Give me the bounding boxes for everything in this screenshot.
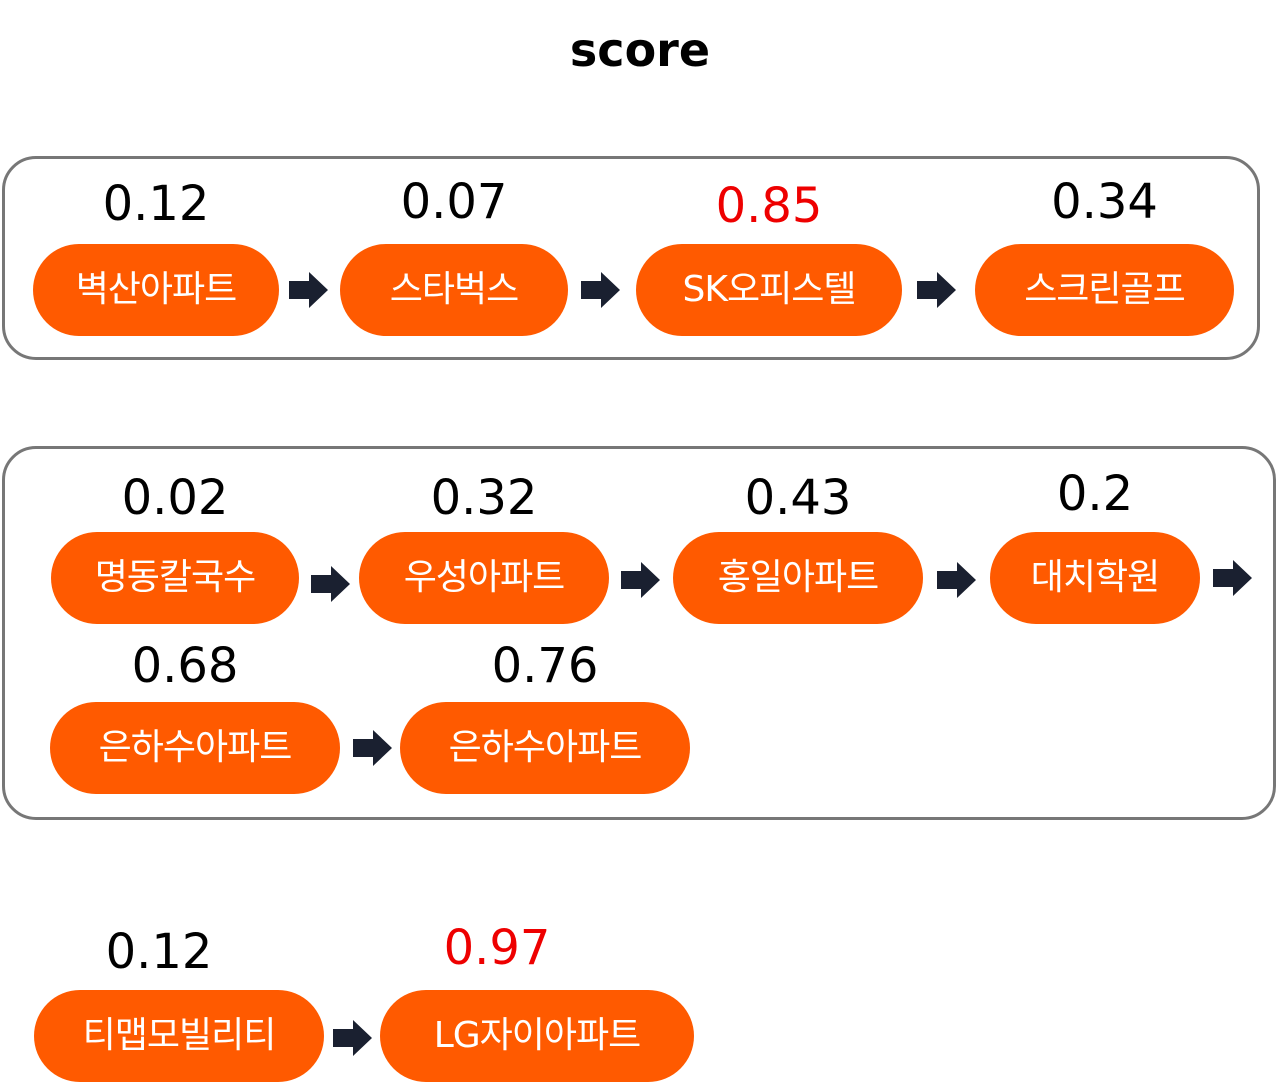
score-label: 0.97 bbox=[443, 920, 551, 976]
score-label: 0.34 bbox=[1051, 174, 1158, 230]
score-label: 0.12 bbox=[105, 924, 213, 980]
score-label: 0.2 bbox=[1056, 466, 1134, 522]
arrow-right-icon bbox=[581, 272, 620, 308]
place-pill[interactable]: 스타벅스 bbox=[340, 244, 568, 336]
arrow-right-icon bbox=[289, 272, 328, 308]
score-label: 0.68 bbox=[131, 638, 239, 694]
arrow-right-icon bbox=[1213, 560, 1252, 596]
place-pill[interactable]: 우성아파트 bbox=[359, 532, 609, 624]
place-pill[interactable]: 홍일아파트 bbox=[673, 532, 923, 624]
score-label: 0.12 bbox=[102, 176, 210, 232]
place-pill[interactable]: 명동칼국수 bbox=[51, 532, 299, 624]
place-pill[interactable]: LG자이아파트 bbox=[380, 990, 694, 1082]
score-label: 0.02 bbox=[121, 470, 229, 526]
place-pill[interactable]: 대치학원 bbox=[990, 532, 1200, 624]
arrow-right-icon bbox=[333, 1020, 372, 1056]
score-label: 0.07 bbox=[400, 174, 508, 230]
arrow-right-icon bbox=[917, 272, 956, 308]
place-pill[interactable]: 은하수아파트 bbox=[50, 702, 340, 794]
place-pill[interactable]: 벽산아파트 bbox=[33, 244, 279, 336]
place-pill[interactable]: 티맵모빌리티 bbox=[34, 990, 324, 1082]
arrow-right-icon bbox=[937, 562, 976, 598]
score-label: 0.76 bbox=[491, 638, 599, 694]
arrow-right-icon bbox=[311, 566, 350, 602]
place-pill[interactable]: 스크린골프 bbox=[975, 244, 1234, 336]
score-label: 0.43 bbox=[744, 470, 852, 526]
arrow-right-icon bbox=[353, 730, 392, 766]
arrow-right-icon bbox=[621, 562, 660, 598]
group-box-1 bbox=[2, 156, 1260, 360]
diagram-title: score bbox=[569, 23, 711, 77]
place-pill[interactable]: SK오피스텔 bbox=[636, 244, 902, 336]
score-label: 0.32 bbox=[430, 470, 538, 526]
group-box-2 bbox=[2, 446, 1276, 820]
score-label: 0.85 bbox=[715, 178, 823, 234]
place-pill[interactable]: 은하수아파트 bbox=[400, 702, 690, 794]
